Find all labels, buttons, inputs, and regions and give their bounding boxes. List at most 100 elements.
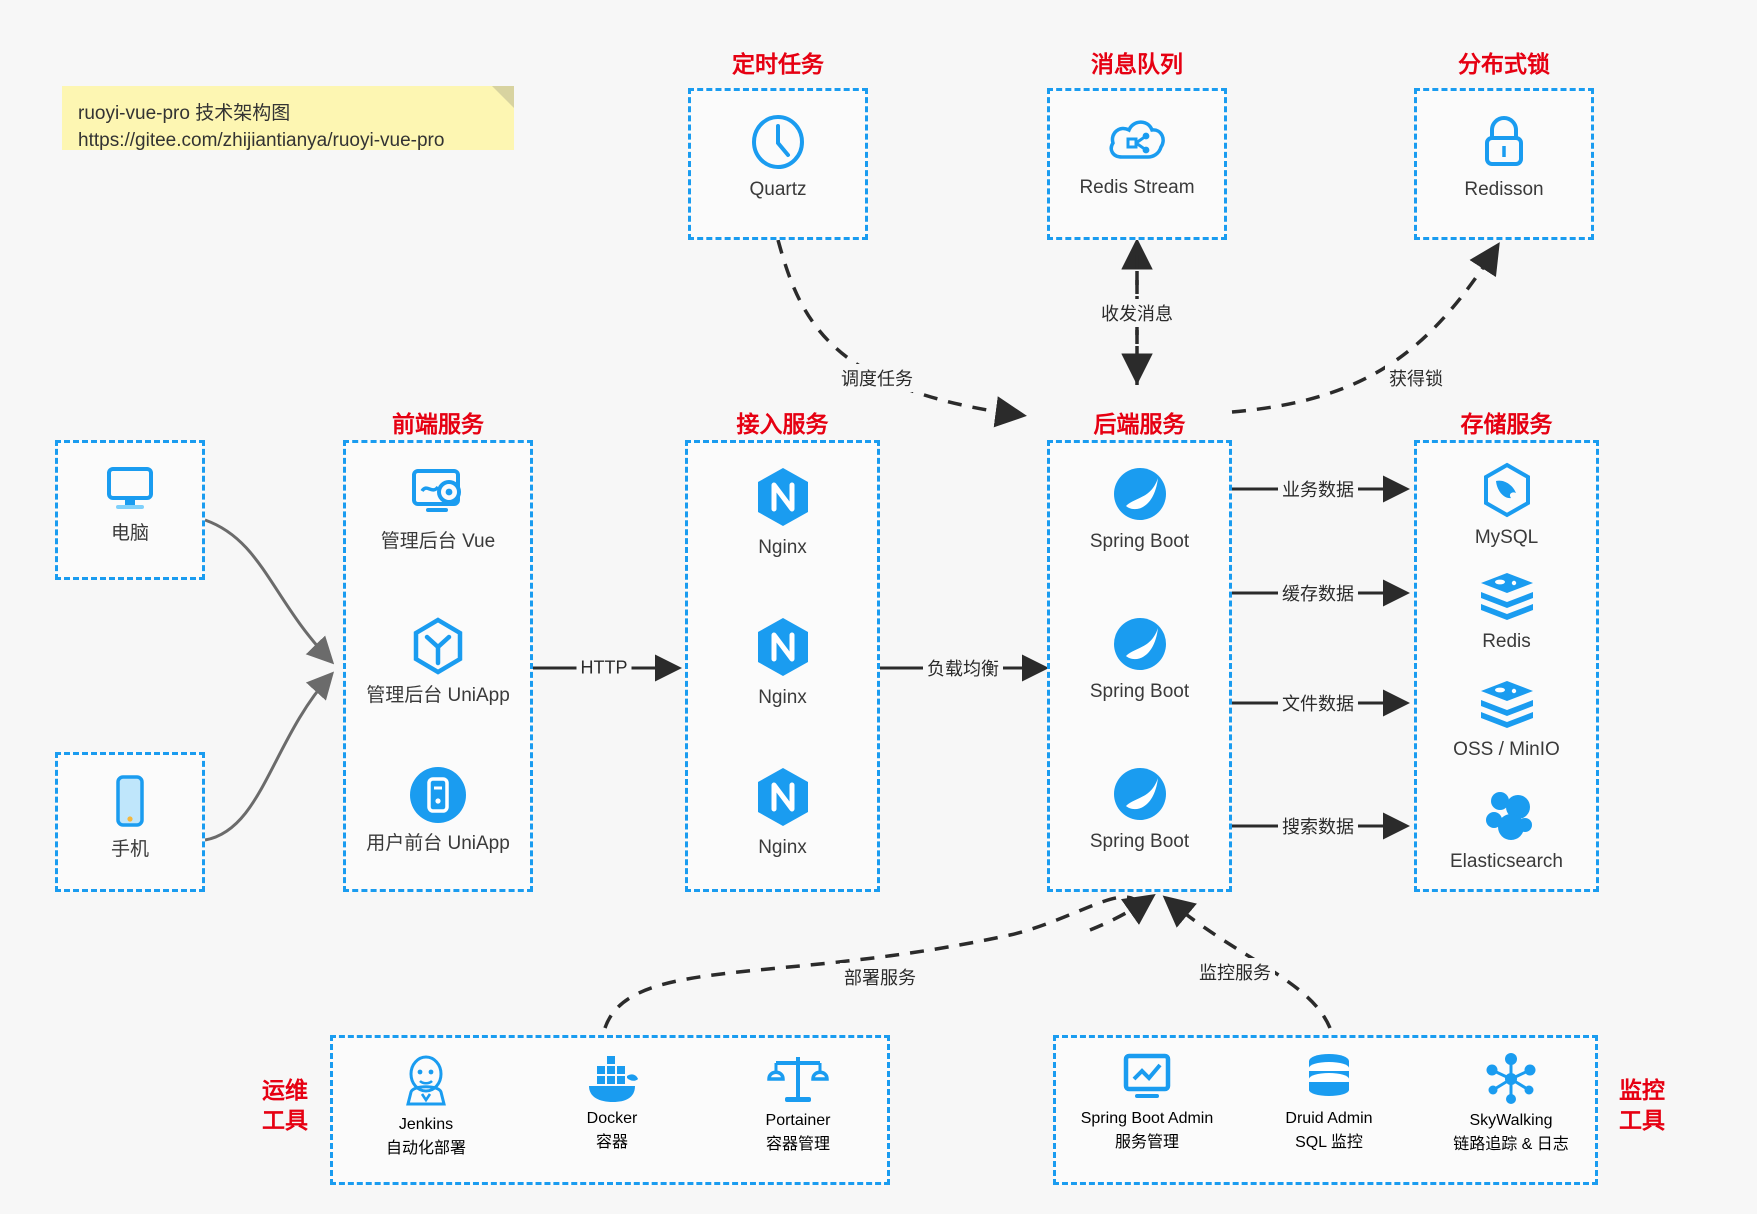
devops-title-line1: 运维 [262, 1077, 308, 1103]
node-user-uniapp[interactable]: 用户前台 UniApp [346, 765, 530, 856]
node-admin-uniapp[interactable]: 管理后台 UniApp [346, 615, 530, 708]
node-label: Redisson [1464, 179, 1544, 200]
section-title-devops: 运维 工具 [255, 1075, 315, 1135]
node-label: Nginx [758, 837, 807, 858]
spring-icon [1113, 768, 1166, 820]
edge-label-business-data: 业务数据 [1278, 475, 1358, 503]
node-mobile[interactable]: 手机 [58, 773, 202, 862]
node-oss-minio[interactable]: OSS / MinIO [1417, 679, 1596, 762]
nginx-icon [757, 768, 808, 826]
section-title-frontend: 前端服务 [392, 411, 484, 437]
node-sublabel: 服务管理 [1114, 1134, 1179, 1151]
node-label: OSS / MinIO [1453, 739, 1560, 760]
section-title-backend: 后端服务 [1093, 411, 1186, 437]
node-spring-boot-2[interactable]: Spring Boot [1050, 615, 1229, 704]
scales-icon [767, 1057, 829, 1102]
section-title-distributed-lock: 分布式锁 [1458, 51, 1550, 77]
edge-label-cache-data: 缓存数据 [1278, 579, 1358, 607]
group-frontend: 管理后台 Vue 管理后台 UniApp 用户前台 UniApp [343, 440, 533, 892]
node-desktop[interactable]: 电脑 [58, 463, 202, 546]
node-label: 用户前台 UniApp [366, 833, 510, 854]
node-label: Redis [1482, 631, 1531, 652]
group-scheduled-task: Quartz [688, 88, 868, 240]
node-label: SkyWalking [1469, 1112, 1553, 1129]
node-portainer[interactable]: Portainer 容器管理 [705, 1052, 891, 1154]
node-label: Druid Admin [1285, 1110, 1373, 1127]
node-label: 管理后台 UniApp [366, 685, 510, 706]
node-label: Docker [586, 1110, 638, 1127]
node-druid-admin[interactable]: Druid Admin SQL 监控 [1238, 1052, 1420, 1152]
edge-label-schedule-task: 调度任务 [837, 364, 917, 392]
group-storage: MySQL Redis OSS / MinIO [1414, 440, 1599, 892]
edge-label-search-data: 搜索数据 [1278, 812, 1358, 840]
edge-label-load-balance: 负载均衡 [923, 654, 1003, 682]
group-backend: Spring Boot Spring Boot Spring Boot [1047, 440, 1232, 892]
node-label: 手机 [110, 839, 149, 860]
monitoring-title-line1: 监控 [1619, 1077, 1665, 1103]
node-label: Redis Stream [1079, 177, 1195, 198]
section-title-monitoring: 监控 工具 [1612, 1075, 1672, 1135]
spring-icon [1113, 468, 1166, 520]
node-jenkins[interactable]: Jenkins 自动化部署 [333, 1052, 519, 1158]
node-label: 管理后台 Vue [380, 531, 496, 552]
node-admin-vue[interactable]: 管理后台 Vue [346, 465, 530, 554]
node-nginx-2[interactable]: Nginx [688, 615, 877, 710]
nginx-icon [757, 468, 808, 526]
node-skywalking[interactable]: SkyWalking 链路追踪 & 日志 [1420, 1052, 1602, 1154]
group-gateway: Nginx Nginx Nginx [685, 440, 880, 892]
edge-label-acquire-lock: 获得锁 [1385, 364, 1447, 392]
node-label: Elasticsearch [1450, 851, 1563, 872]
group-client-mobile: 手机 [55, 752, 205, 892]
cloud-stream-icon [1109, 120, 1165, 159]
node-redis[interactable]: Redis [1417, 571, 1596, 654]
node-spring-boot-1[interactable]: Spring Boot [1050, 465, 1229, 554]
node-redisson[interactable]: Redisson [1417, 113, 1591, 202]
jenkins-icon [406, 1055, 446, 1106]
edge-label-http: HTTP [576, 656, 632, 680]
node-label: Spring Boot Admin [1080, 1110, 1214, 1127]
node-label: Jenkins [398, 1116, 454, 1133]
edge-label-deploy-service: 部署服务 [840, 963, 920, 991]
nginx-icon [757, 618, 808, 676]
node-redis-stream[interactable]: Redis Stream [1050, 113, 1224, 200]
group-monitoring: Spring Boot Admin 服务管理 Druid Admin SQL 监… [1053, 1035, 1598, 1185]
note-fold-corner [492, 86, 514, 108]
node-elasticsearch[interactable]: Elasticsearch [1417, 787, 1596, 874]
app-circle-icon [410, 767, 466, 823]
node-sublabel: 链路追踪 & 日志 [1453, 1136, 1569, 1153]
monitor-chart-icon [1123, 1053, 1171, 1098]
node-label: Quartz [749, 179, 807, 200]
node-docker[interactable]: Docker 容器 [519, 1052, 705, 1152]
section-title-message-queue: 消息队列 [1091, 51, 1183, 77]
node-label: Portainer [765, 1112, 831, 1129]
node-spring-boot-3[interactable]: Spring Boot [1050, 765, 1229, 854]
node-mysql[interactable]: MySQL [1417, 461, 1596, 550]
section-title-gateway: 接入服务 [736, 411, 829, 437]
elasticsearch-icon [1485, 792, 1532, 840]
node-quartz[interactable]: Quartz [691, 113, 865, 202]
section-title-scheduled-task: 定时任务 [732, 51, 824, 77]
docker-icon [589, 1056, 638, 1102]
node-spring-boot-admin[interactable]: Spring Boot Admin 服务管理 [1056, 1052, 1238, 1152]
node-label: Nginx [758, 687, 807, 708]
skywalking-icon [1486, 1053, 1536, 1104]
oss-icon [1480, 681, 1533, 728]
database-icon [1309, 1054, 1349, 1096]
edge-label-send-receive-message: 收发消息 [1097, 299, 1177, 327]
cube-icon [413, 617, 463, 675]
monitoring-title-line2: 工具 [1619, 1107, 1665, 1133]
group-distributed-lock: Redisson [1414, 88, 1594, 240]
node-sublabel: SQL 监控 [1295, 1134, 1363, 1151]
mysql-icon [1483, 462, 1530, 518]
desktop-icon [107, 467, 153, 509]
dashboard-gear-icon [412, 469, 461, 512]
node-label: Spring Boot [1089, 681, 1190, 702]
note-title: ruoyi-vue-pro 技术架构图 [78, 103, 291, 124]
redis-icon [1480, 573, 1533, 620]
node-label: Spring Boot [1089, 531, 1190, 552]
node-nginx-3[interactable]: Nginx [688, 765, 877, 860]
node-sublabel: 自动化部署 [385, 1140, 466, 1157]
node-nginx-1[interactable]: Nginx [688, 465, 877, 560]
node-label: MySQL [1474, 527, 1539, 548]
edge-label-file-data: 文件数据 [1278, 689, 1358, 717]
